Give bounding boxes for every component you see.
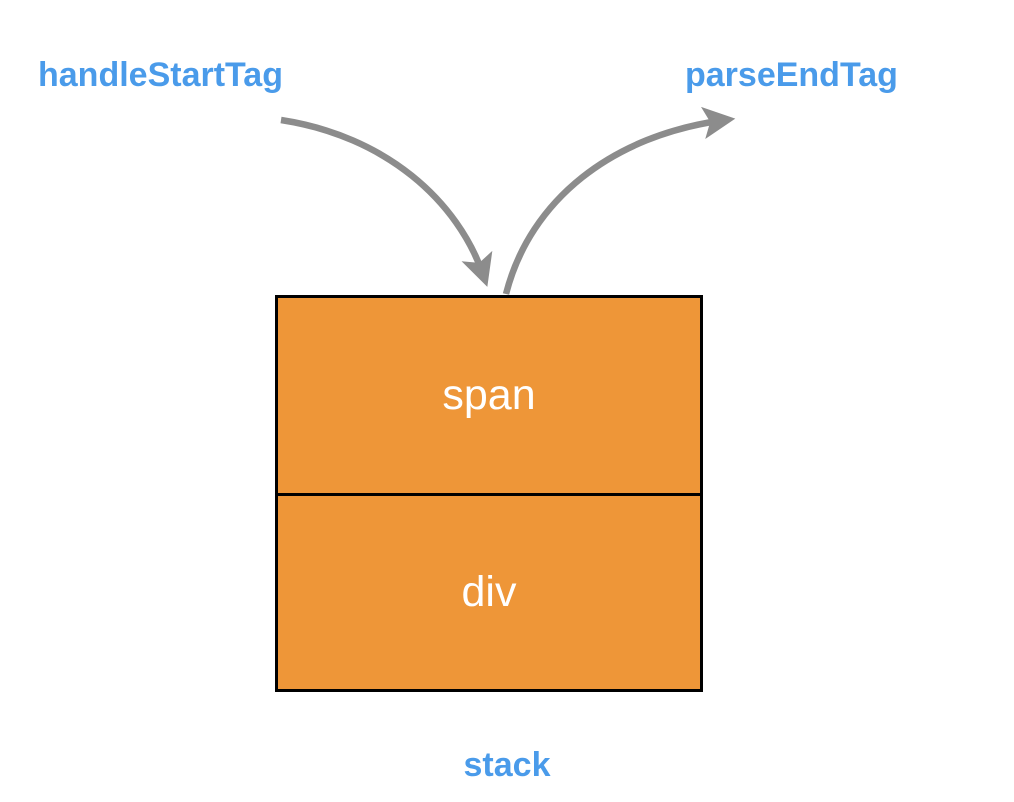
stack-cell-div: div [278,496,700,689]
label-handle-start-tag: handleStartTag [38,56,283,94]
curved-arrow-up-icon [502,106,736,295]
label-parse-end-tag: parseEndTag [685,56,898,94]
stack-cell-span: span [278,298,700,497]
curved-arrow-down-icon [280,116,493,287]
stack-box: span div [275,295,703,692]
stack-cell-div-label: div [461,568,517,617]
stack-caption: stack [463,746,551,784]
stack-cell-span-label: span [442,371,536,420]
